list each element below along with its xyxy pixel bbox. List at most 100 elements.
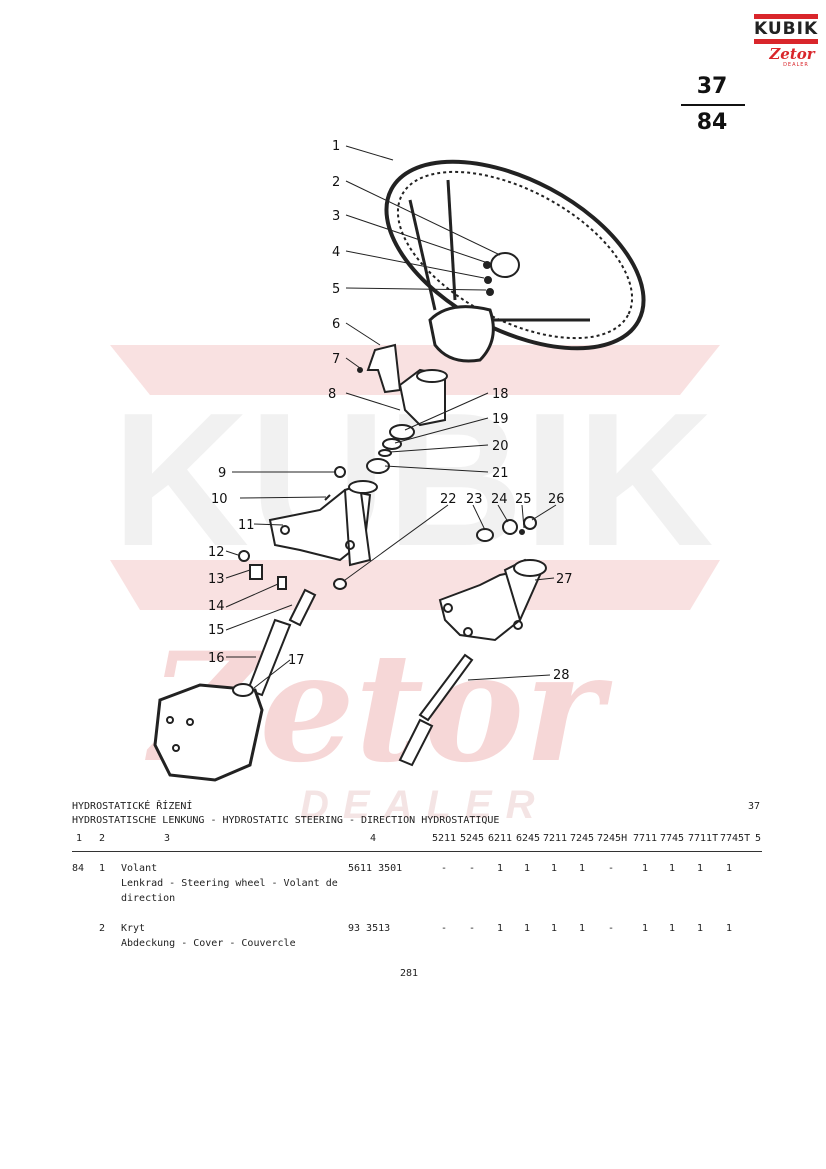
callout-label: 23 <box>466 492 483 507</box>
logo-sub-text: Zetor <box>769 45 815 63</box>
model-header: 7711T <box>688 833 719 844</box>
qty-cell: - <box>607 923 615 934</box>
screw-part <box>357 367 363 373</box>
callout-label: 24 <box>491 492 508 507</box>
qty-cell: 1 <box>668 923 676 934</box>
section-number: 37 <box>748 801 761 812</box>
model-header: 5 <box>755 833 762 844</box>
column-tube-top <box>348 480 378 494</box>
part-23 <box>476 528 494 542</box>
callout-label: 25 <box>515 492 532 507</box>
section-title-cz: HYDROSTATICKÉ ŘÍZENÍ <box>72 801 193 812</box>
part-desc: Lenkrad - Steering wheel - Volant de <box>121 878 338 889</box>
unit-port <box>166 716 174 724</box>
bracket-hole <box>443 603 453 613</box>
watermark-small: DEALER <box>300 783 548 827</box>
qty-cell: 1 <box>725 863 733 874</box>
unit-input <box>232 683 254 697</box>
qty-cell: 1 <box>641 923 649 934</box>
ring-20 <box>378 449 392 457</box>
col-header: 4 <box>370 833 377 844</box>
ring-19 <box>382 438 402 450</box>
leader-lines <box>225 145 557 689</box>
callout-label: 12 <box>208 545 225 560</box>
logo-small-text: DEALER <box>783 62 809 68</box>
callout-label: 27 <box>556 572 573 587</box>
callout-label: 10 <box>211 492 228 507</box>
model-header: 7211 <box>543 833 568 844</box>
part-desc: Volant <box>121 863 158 874</box>
callout-label: 4 <box>332 245 340 260</box>
callout-label: 28 <box>553 668 570 683</box>
logo-main-text: KUBIK <box>754 19 819 39</box>
callout-label: 18 <box>492 387 509 402</box>
model-header: 5245 <box>460 833 485 844</box>
clip-part <box>366 343 402 394</box>
qty-cell: - <box>468 923 476 934</box>
shaft-coupling <box>288 588 317 627</box>
model-header: 7745T <box>720 833 751 844</box>
qty-cell: 1 <box>496 863 504 874</box>
callout-label: 9 <box>218 466 226 481</box>
page-ref-bottom: 84 <box>696 110 728 135</box>
callout-label: 17 <box>288 653 305 668</box>
callout-label: 6 <box>332 317 340 332</box>
callout-label: 15 <box>208 623 225 638</box>
position-number: 1 <box>99 863 106 874</box>
callout-label: 19 <box>492 412 509 427</box>
qty-cell: 1 <box>496 923 504 934</box>
model-header: 6211 <box>488 833 513 844</box>
part-number: 5611 3501 <box>348 863 403 874</box>
model-header: 7711 <box>633 833 658 844</box>
callout-label: 3 <box>332 209 340 224</box>
spring-part <box>486 288 494 296</box>
qty-cell: - <box>468 863 476 874</box>
qty-cell: 1 <box>523 863 531 874</box>
qty-cell: 1 <box>523 923 531 934</box>
shaft-28 <box>418 653 474 722</box>
part-desc: Kryt <box>121 923 146 934</box>
nut-part <box>483 261 491 269</box>
qty-cell: 1 <box>550 863 558 874</box>
col-header: 2 <box>99 833 106 844</box>
part-24 <box>502 519 518 535</box>
page-number: 281 <box>400 968 419 979</box>
callout-label: 11 <box>238 518 255 533</box>
part-25 <box>519 529 525 535</box>
model-header: 7745 <box>660 833 685 844</box>
model-header: 7245H <box>597 833 628 844</box>
qty-cell: 1 <box>668 863 676 874</box>
bolt-head <box>334 466 346 478</box>
callout-label: 8 <box>328 387 336 402</box>
unit-port <box>172 744 180 752</box>
wheel-spoke-top <box>446 179 457 301</box>
bush-14 <box>277 576 287 590</box>
bracket-hole <box>345 540 355 550</box>
qty-cell: 1 <box>725 923 733 934</box>
callout-label: 26 <box>548 492 565 507</box>
position-number: 2 <box>99 923 106 934</box>
qty-cell: 1 <box>641 863 649 874</box>
model-header: 7245 <box>570 833 595 844</box>
qty-cell: 1 <box>578 863 586 874</box>
wheel-spoke-left <box>408 199 437 311</box>
section-title-multi: HYDROSTATISCHE LENKUNG - HYDROSTATIC STE… <box>72 815 500 826</box>
bracket-27-top <box>513 559 547 577</box>
qty-cell: 1 <box>550 923 558 934</box>
col-header: 1 <box>76 833 83 844</box>
model-header: 6245 <box>516 833 541 844</box>
callout-label: 20 <box>492 439 509 454</box>
part-desc: direction <box>121 893 176 904</box>
callout-label: 16 <box>208 651 225 666</box>
logo-banner: KUBIK <box>754 14 818 44</box>
bracket-hole <box>280 525 290 535</box>
qty-cell: 1 <box>578 923 586 934</box>
bracket-hole <box>463 627 473 637</box>
callout-label: 2 <box>332 175 340 190</box>
brand-logo: KUBIK Zetor DEALER <box>754 14 818 70</box>
page-ref-top: 37 <box>696 74 728 99</box>
hydrostatic-unit <box>153 683 264 782</box>
hub-cover <box>490 252 520 278</box>
callout-label: 14 <box>208 599 225 614</box>
